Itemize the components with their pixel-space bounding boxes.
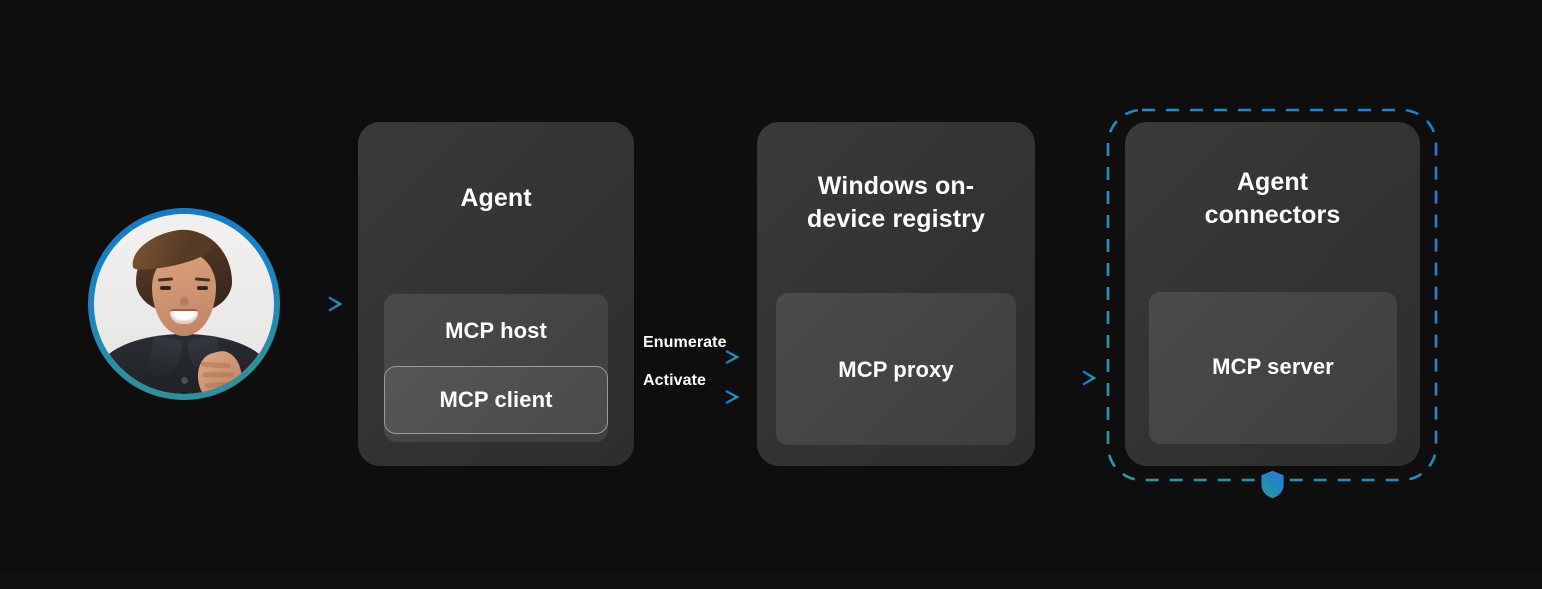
panel-agent-title: Agent bbox=[460, 184, 532, 212]
avatar-shirt-button bbox=[181, 377, 188, 384]
shield-icon bbox=[1261, 470, 1284, 499]
arrow-enumerate bbox=[643, 350, 740, 364]
avatar-nose bbox=[180, 297, 189, 306]
panel-agent-connectors-title: Agent connectors bbox=[1125, 166, 1420, 232]
arrow-label-enumerate: Enumerate bbox=[643, 334, 727, 351]
panel-windows-registry-title-line2: device registry bbox=[807, 205, 985, 233]
panel-agent-connectors[interactable]: Agent connectors MCP server bbox=[1125, 122, 1420, 466]
card-mcp-client-label: MCP client bbox=[439, 387, 553, 412]
card-mcp-host-label: MCP host bbox=[445, 318, 547, 343]
arrow-registry-to-connectors bbox=[1040, 370, 1097, 386]
card-mcp-proxy-label: MCP proxy bbox=[838, 357, 954, 382]
panel-agent-connectors-title-line1: Agent bbox=[1236, 168, 1309, 196]
card-mcp-server[interactable]: MCP server bbox=[1149, 292, 1397, 444]
panel-agent[interactable]: Agent MCP host MCP client bbox=[358, 122, 634, 466]
avatar-body bbox=[99, 334, 269, 394]
user-avatar-ring bbox=[88, 208, 280, 400]
avatar bbox=[94, 214, 274, 394]
arrow-label-activate: Activate bbox=[643, 372, 707, 389]
arrow-user-to-agent bbox=[288, 296, 343, 312]
card-mcp-client[interactable]: MCP client bbox=[384, 366, 608, 434]
card-mcp-server-label: MCP server bbox=[1212, 354, 1334, 379]
panel-windows-registry[interactable]: Windows on- device registry MCP proxy bbox=[757, 122, 1035, 466]
avatar-eye-left bbox=[160, 286, 171, 290]
card-mcp-host[interactable]: MCP host MCP client bbox=[384, 294, 608, 442]
bottom-strip bbox=[0, 571, 1542, 589]
card-mcp-proxy[interactable]: MCP proxy bbox=[776, 293, 1016, 445]
panel-agent-connectors-title-line2: connectors bbox=[1204, 201, 1341, 229]
panel-windows-registry-title: Windows on- device registry bbox=[757, 170, 1035, 236]
arrow-activate bbox=[643, 390, 740, 404]
panel-windows-registry-title-line1: Windows on- bbox=[817, 172, 975, 200]
avatar-eye-right bbox=[197, 286, 208, 290]
avatar-mouth bbox=[170, 309, 198, 324]
avatar-photo bbox=[94, 214, 274, 394]
